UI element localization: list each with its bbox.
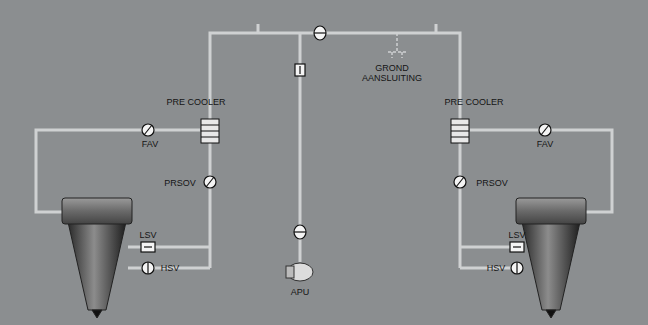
component-label: PRE COOLER — [443, 97, 505, 107]
valve-label: FAV — [537, 139, 553, 149]
valve-label: LSV — [508, 230, 525, 240]
valve-label: LSV — [139, 230, 156, 240]
valve-label: HSV — [161, 263, 180, 273]
valve-label: PRSOV — [164, 178, 196, 188]
valve-label: PRSOV — [476, 178, 508, 188]
unit-label: APU — [291, 287, 310, 297]
valve-label: FAV — [142, 139, 158, 149]
component-label: PRE COOLER — [165, 97, 227, 107]
connection-label: GROND AANSLUITING — [361, 63, 423, 83]
valve-label: HSV — [487, 263, 506, 273]
